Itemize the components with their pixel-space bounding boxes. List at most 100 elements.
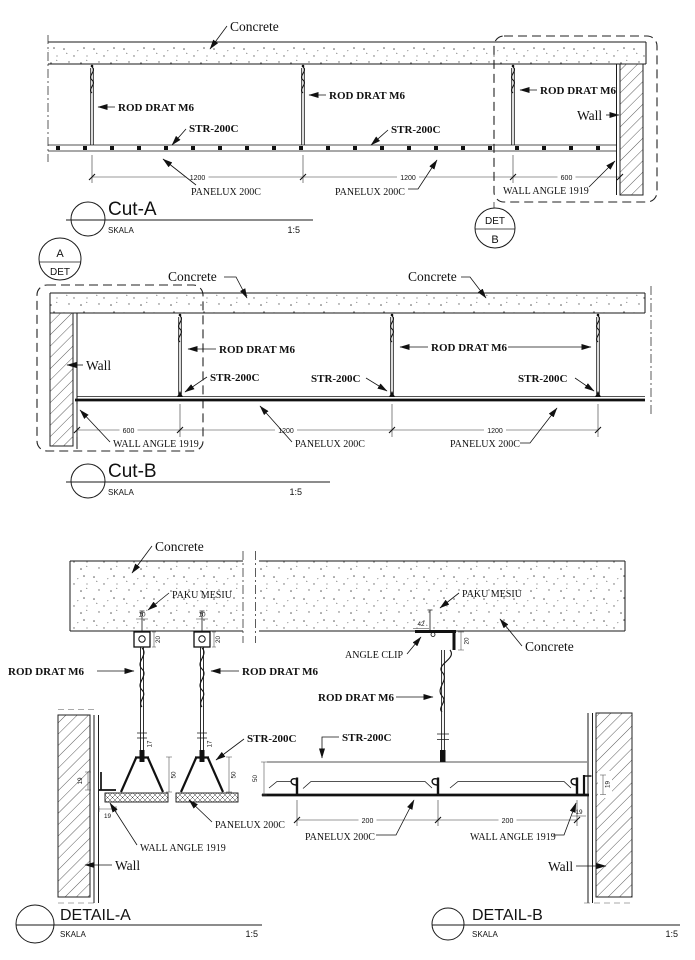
detail-b-skala: SKALA	[472, 930, 498, 939]
label-angle-clip: ANGLE CLIP	[345, 650, 403, 661]
dim-mask	[484, 425, 506, 434]
dim-mask	[557, 172, 576, 181]
detail-a-callout-circle	[38, 237, 82, 281]
dim-clip-drop: 20	[464, 637, 471, 645]
title-circle	[15, 904, 55, 944]
cut-a-titleblock: Cut-A SKALA 1:5	[66, 199, 313, 237]
wall-hatch	[57, 714, 91, 898]
leader-concrete	[131, 545, 153, 574]
label-wall: Wall	[86, 358, 111, 373]
title-circle	[70, 463, 106, 499]
angle-clip-profile	[415, 630, 456, 650]
clip-washer	[430, 632, 436, 637]
leader-paku-mesiu	[439, 592, 460, 609]
leader-panelux-2	[408, 159, 438, 190]
rod-anchor-dot	[390, 313, 394, 317]
dim-1200: 1200	[190, 175, 206, 182]
label-str: STR-200C	[247, 733, 297, 745]
dim-1200: 1200	[278, 428, 294, 435]
label-wall-angle: WALL ANGLE 1919	[113, 439, 199, 450]
label-wall-angle: WALL ANGLE 1919	[470, 832, 556, 843]
dim-1200: 1200	[487, 428, 503, 435]
leader-panelux-2	[520, 407, 558, 444]
label-str-2: STR-200C	[391, 124, 441, 136]
dim-200-2: 200	[502, 818, 514, 825]
label-panelux-2: PANELUX 200C	[450, 439, 520, 450]
label-rod-drat-1: ROD DRAT M6	[219, 344, 295, 356]
label-concrete-2: Concrete	[408, 269, 457, 284]
dimension-lines	[296, 800, 578, 826]
cut-b-titleblock: Cut-B SKALA 1:5	[66, 461, 330, 499]
callout-det-text: DET	[50, 267, 70, 278]
leader-panelux	[188, 799, 213, 823]
cut-a-title: Cut-A	[108, 199, 157, 220]
label-concrete: Concrete	[230, 19, 279, 34]
label-wall: Wall	[115, 858, 140, 873]
title-circle	[70, 201, 106, 237]
label-str-1: STR-200C	[189, 123, 239, 135]
dim-mask	[119, 425, 138, 434]
label-wall: Wall	[548, 859, 573, 874]
label-wall: Wall	[577, 108, 602, 123]
label-panelux-1: PANELUX 200C	[191, 187, 261, 198]
leader-angle-clip	[406, 636, 422, 655]
leader-concrete	[499, 618, 523, 647]
dim-600: 600	[561, 175, 573, 182]
wall-face-lines	[93, 715, 99, 903]
label-rod-drat-2: ROD DRAT M6	[242, 666, 318, 678]
dim-mask	[186, 172, 209, 181]
leader-panelux-1	[259, 405, 293, 443]
leader-str	[319, 736, 339, 759]
cut-b-skala: SKALA	[108, 488, 134, 497]
title-circle	[431, 907, 465, 941]
leader-str-1	[184, 376, 208, 393]
dim-1200: 1200	[400, 175, 416, 182]
rod-anchor-dot	[511, 64, 515, 68]
dim-angle-height: 19	[605, 781, 612, 789]
dimension-ticks	[293, 816, 581, 824]
panelux-panel-1	[104, 792, 169, 803]
dim-angle-width: 19	[104, 813, 112, 820]
leader-panelux	[376, 799, 415, 836]
clip-curls	[290, 777, 577, 786]
rod-anchor-dot	[178, 313, 182, 317]
rod-anchor-dot	[596, 313, 600, 317]
label-paku-mesiu: PAKU MESIU	[172, 590, 233, 601]
rod-anchor-dot	[301, 64, 305, 68]
panel-fold-lines	[268, 781, 572, 789]
label-rod-drat-3: ROD DRAT M6	[540, 85, 616, 97]
wall-hatch	[595, 712, 633, 898]
dim-mask	[275, 425, 297, 434]
suspension-rods	[178, 317, 600, 394]
dim-angle-width: 19	[575, 809, 583, 816]
panelux-panel-2	[175, 792, 239, 803]
dim-mask	[598, 771, 612, 798]
dimension-ticks	[73, 426, 602, 434]
break-lines	[242, 551, 256, 643]
detail-b-title: DETAIL-B	[472, 907, 543, 924]
leader-str-1	[171, 128, 187, 146]
label-concrete-1: Concrete	[168, 269, 217, 284]
label-panelux: PANELUX 200C	[305, 832, 375, 843]
dim-mask	[498, 815, 517, 824]
concrete-slab	[259, 561, 625, 631]
cut-a-section: 1200 1200 600 DET B Concrete ROD DRAT M6…	[47, 19, 658, 249]
cut-b-section: A DET 600 1200 1200	[36, 237, 652, 499]
leader-wall-angle	[109, 802, 138, 846]
label-str-2: STR-200C	[311, 373, 361, 385]
label-rod-drat-2: ROD DRAT M6	[329, 90, 405, 102]
cut-b-title: Cut-B	[108, 461, 157, 482]
label-panelux: PANELUX 200C	[215, 820, 285, 831]
slab-outline	[49, 292, 646, 314]
dim-mask	[358, 815, 377, 824]
cut-a-skala: SKALA	[108, 226, 134, 235]
ceiling-channel	[48, 144, 617, 152]
leader-wall-angle	[588, 160, 616, 188]
leader-wall-angle	[553, 802, 577, 836]
dimension-ticks	[88, 173, 624, 181]
dim-200-1: 200	[362, 818, 374, 825]
rod-nut	[440, 750, 446, 762]
callout-det-text: DET	[485, 216, 505, 227]
detail-b-titleblock: DETAIL-B SKALA 1:5	[431, 907, 680, 941]
